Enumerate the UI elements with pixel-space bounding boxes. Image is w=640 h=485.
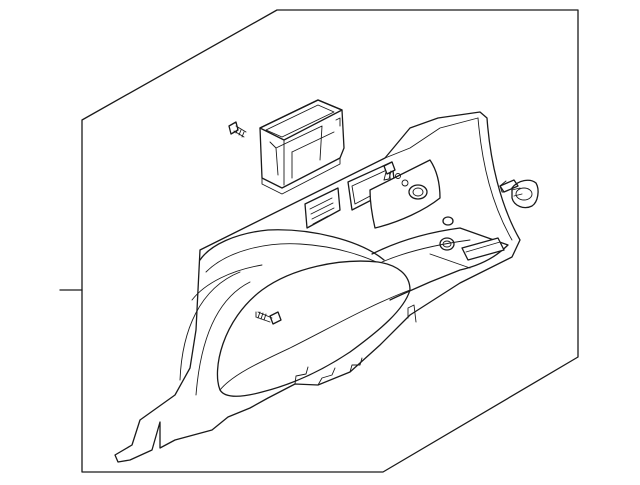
screw-panel bbox=[255, 311, 282, 325]
access-cutout bbox=[369, 159, 441, 229]
background-plate bbox=[81, 9, 579, 473]
storage-box bbox=[259, 99, 345, 195]
push-clip bbox=[499, 179, 539, 209]
screw-top bbox=[228, 121, 247, 138]
label-plate bbox=[304, 187, 341, 229]
quarter-trim-panel bbox=[114, 111, 521, 463]
lower-tray bbox=[371, 227, 509, 301]
screw-center bbox=[383, 161, 396, 181]
